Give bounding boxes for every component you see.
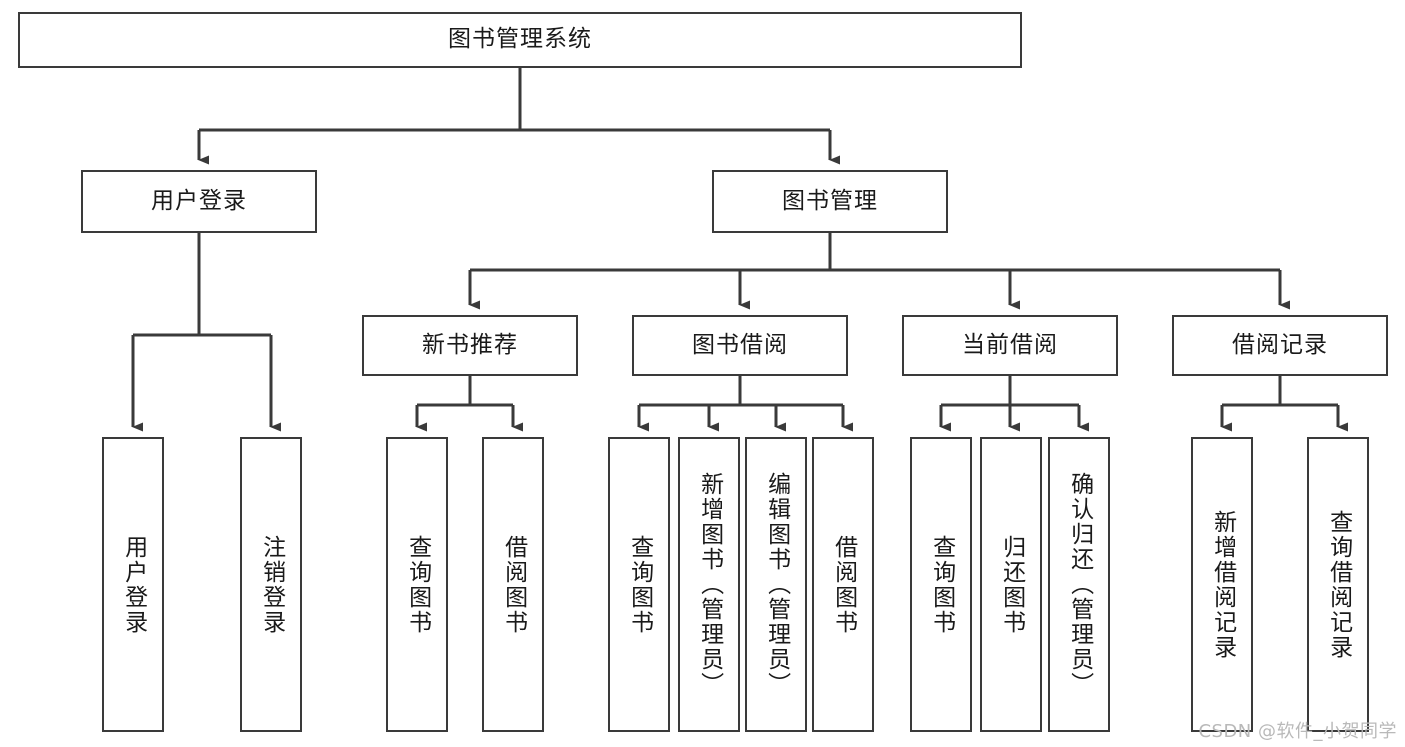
node-leaf-query-book-current[interactable]: 查询图书 — [910, 437, 972, 732]
node-root-book-management-system[interactable]: 图书管理系统 — [18, 12, 1022, 68]
node-leaf-add-book-admin[interactable]: 新增图书（管理员） — [678, 437, 740, 732]
node-label: 查询图书 — [927, 535, 954, 635]
node-leaf-user-login[interactable]: 用户登录 — [102, 437, 164, 732]
node-book-manage[interactable]: 图书管理 — [712, 170, 948, 233]
node-leaf-add-borrow-record[interactable]: 新增借阅记录 — [1191, 437, 1253, 732]
node-label: 用户登录 — [119, 535, 146, 635]
node-label: 编辑图书（管理员） — [762, 472, 789, 697]
node-label: 注销登录 — [257, 535, 284, 635]
node-leaf-borrow-book-recommend[interactable]: 借阅图书 — [482, 437, 544, 732]
node-leaf-borrow-book[interactable]: 借阅图书 — [812, 437, 874, 732]
node-user-login[interactable]: 用户登录 — [81, 170, 317, 233]
node-label: 查询图书 — [403, 535, 430, 635]
node-leaf-confirm-return-admin[interactable]: 确认归还（管理员） — [1048, 437, 1110, 732]
node-label: 当前借阅 — [962, 333, 1058, 358]
node-label: 归还图书 — [997, 535, 1024, 635]
node-label: 借阅图书 — [829, 535, 856, 635]
node-current-borrow[interactable]: 当前借阅 — [902, 315, 1118, 376]
node-label: 图书管理系统 — [448, 27, 592, 52]
csdn-watermark: CSDN @软件_小贺同学 — [1198, 717, 1397, 743]
node-label: 借阅记录 — [1232, 333, 1328, 358]
node-leaf-query-book-recommend[interactable]: 查询图书 — [386, 437, 448, 732]
node-label: 新书推荐 — [422, 333, 518, 358]
node-leaf-query-borrow-record[interactable]: 查询借阅记录 — [1307, 437, 1369, 732]
node-borrow-record[interactable]: 借阅记录 — [1172, 315, 1388, 376]
node-leaf-return-book[interactable]: 归还图书 — [980, 437, 1042, 732]
node-leaf-user-logout[interactable]: 注销登录 — [240, 437, 302, 732]
node-label: 图书借阅 — [692, 333, 788, 358]
node-label: 查询借阅记录 — [1324, 510, 1351, 660]
node-label: 用户登录 — [151, 189, 247, 214]
node-book-borrow[interactable]: 图书借阅 — [632, 315, 848, 376]
node-new-book-recommend[interactable]: 新书推荐 — [362, 315, 578, 376]
node-label: 图书管理 — [782, 189, 878, 214]
node-leaf-edit-book-admin[interactable]: 编辑图书（管理员） — [745, 437, 807, 732]
node-leaf-query-book-borrow[interactable]: 查询图书 — [608, 437, 670, 732]
node-label: 新增借阅记录 — [1208, 510, 1235, 660]
node-label: 新增图书（管理员） — [695, 472, 722, 697]
node-label: 确认归还（管理员） — [1065, 472, 1092, 697]
node-label: 查询图书 — [625, 535, 652, 635]
node-label: 借阅图书 — [499, 535, 526, 635]
